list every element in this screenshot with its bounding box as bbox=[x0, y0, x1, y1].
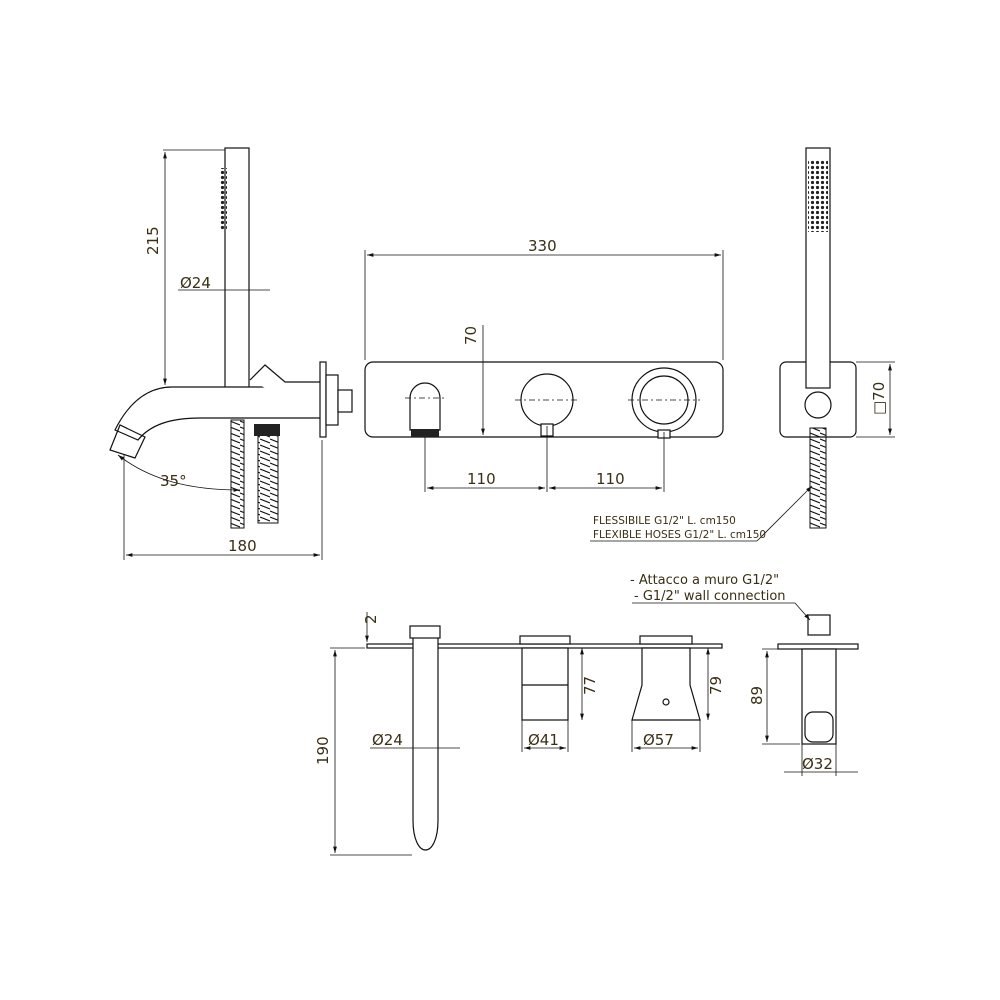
mixer-body bbox=[521, 647, 569, 721]
spout-section bbox=[412, 635, 439, 851]
spout-front bbox=[409, 382, 441, 431]
plate-thickness-label: 2 bbox=[362, 614, 380, 624]
connection-height-label: 89 bbox=[748, 686, 766, 705]
body-height-label: 77 bbox=[581, 676, 599, 695]
connection-note-en: - G1/2" wall connection bbox=[634, 589, 786, 604]
spout-side bbox=[114, 386, 326, 441]
front-view: 330 70 110 110 bbox=[364, 237, 724, 492]
height-label: 215 bbox=[144, 226, 162, 255]
diverter-height-label: 79 bbox=[707, 676, 725, 695]
side-view: 215 Ø24 35° 180 bbox=[109, 147, 353, 560]
depth-label: 180 bbox=[228, 537, 257, 555]
hose-note-en: FLEXIBLE HOSES G1/2" L. cm150 bbox=[593, 529, 766, 541]
spacing-right-label: 110 bbox=[596, 470, 625, 488]
spout-length-label: 190 bbox=[314, 736, 332, 765]
body-diameter-label: Ø41 bbox=[528, 731, 559, 749]
nozzles bbox=[219, 168, 227, 230]
wall-connection-view: 89 Ø32 - Attacco a muro G1/2" - G1/2" wa… bbox=[630, 573, 859, 776]
plate-height-label: 70 bbox=[462, 326, 480, 345]
width-label: 330 bbox=[528, 237, 557, 255]
diameter-label: Ø24 bbox=[180, 274, 211, 292]
angle-label: 35° bbox=[160, 472, 187, 490]
hose-note-it: FLESSIBILE G1/2" L. cm150 bbox=[593, 515, 736, 527]
diverter-body bbox=[631, 647, 701, 721]
handshower-side bbox=[224, 147, 250, 389]
connection-plate bbox=[777, 643, 859, 650]
square-label: □70 bbox=[870, 382, 888, 415]
spacing-left-label: 110 bbox=[467, 470, 496, 488]
diverter-diameter-label: Ø57 bbox=[643, 731, 674, 749]
connection-note-it: - Attacco a muro G1/2" bbox=[630, 573, 779, 588]
wall-connector bbox=[807, 614, 831, 636]
connection-diameter-label: Ø32 bbox=[802, 755, 833, 773]
section-view: 190 2 Ø24 77 Ø41 79 Ø57 bbox=[314, 612, 725, 856]
handshower-view: □70 FLESSIBILE G1/2" L. cm150 FLEXIBLE H… bbox=[590, 147, 895, 542]
spout-diameter-label: Ø24 bbox=[372, 731, 403, 749]
